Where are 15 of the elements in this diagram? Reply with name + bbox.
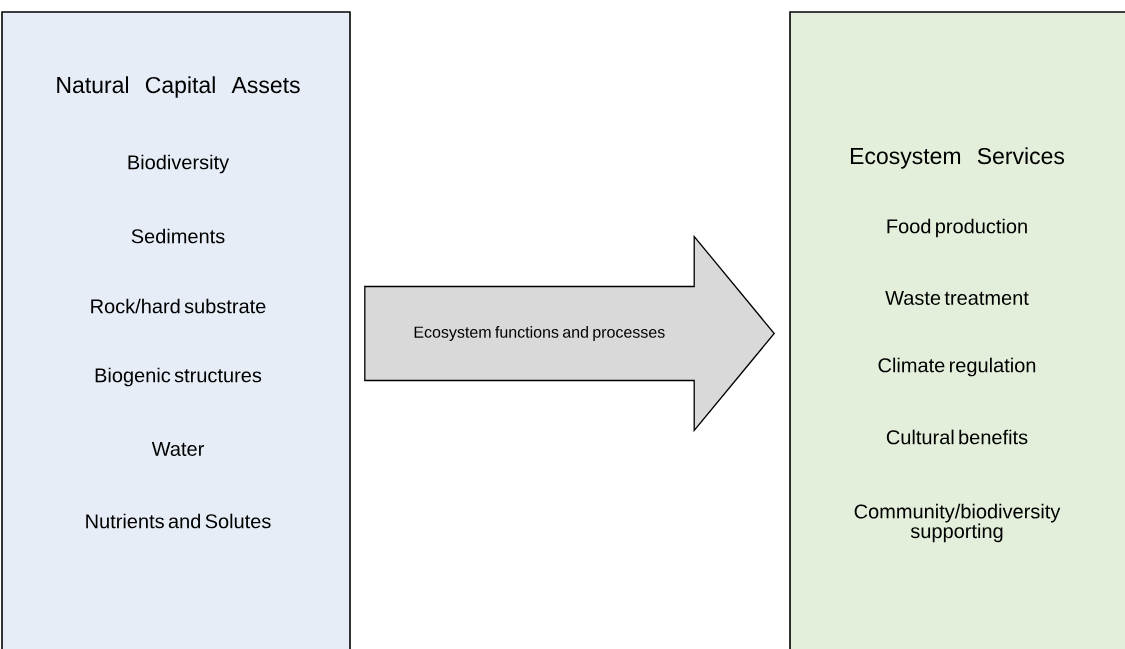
list-item: Biodiversity <box>128 154 230 174</box>
list-item: Waste treatment <box>885 291 1029 305</box>
list-item: Food production <box>887 218 1027 238</box>
panel-heading: Ecosystem Services <box>850 147 1065 169</box>
list-item: Sediments <box>131 228 225 244</box>
list-item: Rock/hard substrate <box>91 298 266 314</box>
list-item: Nutrients and Solutes <box>86 513 271 529</box>
panel-heading: Natural Capital Assets <box>57 76 300 98</box>
list-item: Community/biodiversity supporting <box>854 503 1061 543</box>
list-item: Climate regulation <box>878 357 1036 377</box>
list-item: Biogenic structures <box>95 367 262 387</box>
list-item: Cultural benefits <box>886 429 1028 445</box>
block-arrow <box>364 234 776 433</box>
arrow-label: Ecosystem functions and processes <box>410 325 668 342</box>
list-item: Water <box>151 442 204 456</box>
